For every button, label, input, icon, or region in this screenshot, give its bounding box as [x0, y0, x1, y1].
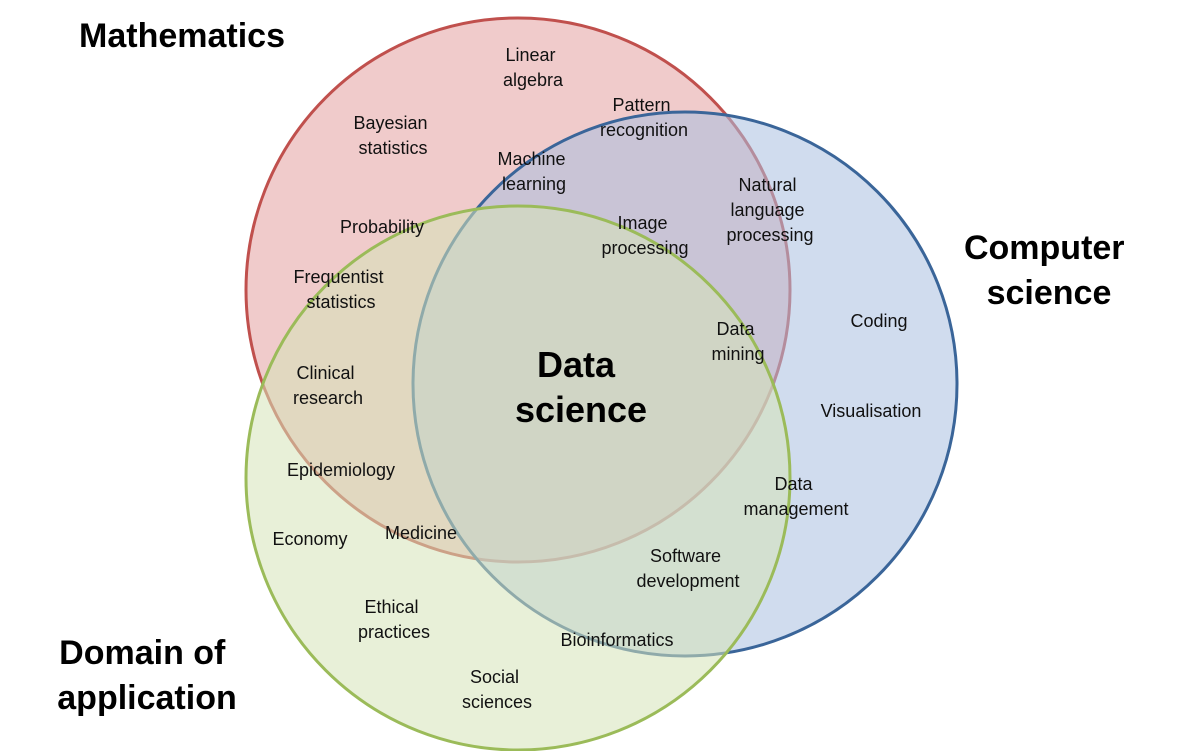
term-medicine: Medicine	[385, 523, 457, 543]
term-economy: Economy	[272, 529, 347, 549]
term-data-mining: Data mining	[711, 319, 764, 364]
term-frequentist-statistics: Frequentist statistics	[293, 267, 388, 312]
domain-of-application-circle	[244, 204, 792, 751]
term-ethical-practices: Ethical practices	[358, 597, 430, 642]
term-linear-algebra: Linear algebra	[503, 45, 564, 90]
data-science-title: Data science	[515, 344, 647, 430]
term-software-development: Software development	[636, 546, 739, 591]
term-epidemiology: Epidemiology	[287, 460, 395, 480]
term-bioinformatics: Bioinformatics	[560, 630, 673, 650]
term-visualisation: Visualisation	[821, 401, 922, 421]
term-natural-language-processing: Natural language processing	[726, 175, 813, 245]
term-social-sciences: Social sciences	[462, 667, 532, 712]
term-pattern-recognition: Pattern recognition	[600, 95, 688, 140]
domain-of-application-title: Domain of application	[57, 634, 236, 717]
term-clinical-research: Clinical research	[293, 363, 363, 408]
term-image-processing: Image processing	[601, 213, 688, 258]
mathematics-title: Mathematics	[79, 17, 285, 55]
term-data-management: Data management	[743, 474, 848, 519]
term-probability: Probability	[340, 217, 424, 237]
term-machine-learning: Machine learning	[497, 149, 570, 194]
computer-science-title: Computer science	[964, 229, 1134, 312]
term-bayesian-statistics: Bayesian statistics	[353, 113, 432, 158]
term-coding: Coding	[850, 311, 907, 331]
